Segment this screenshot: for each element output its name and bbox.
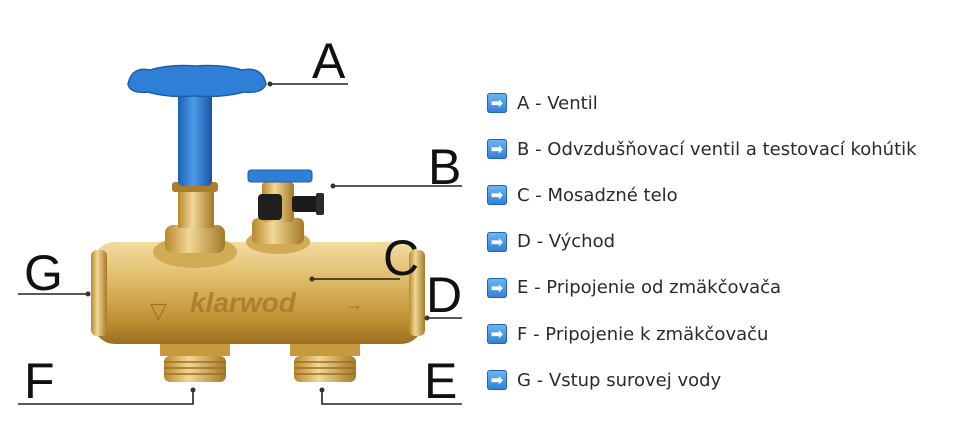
callout-g: G: [24, 245, 63, 301]
brand-label: klarwod: [190, 287, 297, 318]
svg-text:→: →: [345, 294, 363, 314]
legend-item: ➡ G - Vstup surovej vody: [487, 357, 917, 403]
legend-item-label: C - Mosadzné telo: [517, 184, 678, 206]
legend-item: ➡ A - Ventil: [487, 80, 917, 126]
arrow-right-icon: ➡: [487, 277, 507, 298]
callout-d: D: [426, 267, 462, 323]
connector-f: [160, 344, 230, 382]
legend-item: ➡ B - Odvzdušňovací ventil a testovací ko…: [487, 126, 917, 172]
legend-list: ➡ A - Ventil ➡ B - Odvzdušňovací ventil a …: [487, 80, 917, 403]
legend-item: ➡ C - Mosadzné telo: [487, 172, 917, 218]
legend-item: ➡ E - Pripojenie od zmäkčovača: [487, 265, 917, 311]
legend-item-label: B - Odvzdušňovací ventil a testovací koh…: [517, 138, 917, 160]
arrow-right-icon: ➡: [487, 185, 507, 206]
legend-item-label: A - Ventil: [517, 92, 598, 114]
brass-body: [91, 242, 425, 344]
legend-item-label: G - Vstup surovej vody: [517, 369, 722, 391]
arrow-right-icon: ➡: [487, 231, 507, 252]
test-valve: [246, 169, 324, 254]
arrow-right-icon: ➡: [487, 370, 507, 391]
arrow-right-icon: ➡: [487, 93, 507, 114]
legend-item: ➡ F - Pripojenie k zmäkčovaču: [487, 311, 917, 357]
callout-e: E: [424, 353, 457, 409]
connector-e: [290, 344, 360, 382]
brand-marking: ▽ klarwod →: [150, 287, 363, 323]
legend-item: ➡ D - Východ: [487, 219, 917, 265]
leader-lines: [18, 81, 462, 405]
callout-b: B: [428, 139, 461, 195]
legend-item-label: D - Východ: [517, 231, 616, 253]
callout-a: A: [312, 33, 346, 89]
arrow-right-icon: ➡: [487, 324, 507, 345]
callout-c: C: [383, 230, 419, 286]
valve-diagram: ▽ klarwod → A B C D E F G: [18, 33, 462, 409]
callout-f: F: [24, 353, 55, 409]
svg-text:▽: ▽: [150, 298, 167, 323]
legend-item-label: F - Pripojenie k zmäkčovaču: [517, 323, 769, 345]
main-valve: [127, 64, 267, 268]
arrow-right-icon: ➡: [487, 139, 507, 160]
legend-item-label: E - Pripojenie od zmäkčovača: [517, 277, 782, 299]
